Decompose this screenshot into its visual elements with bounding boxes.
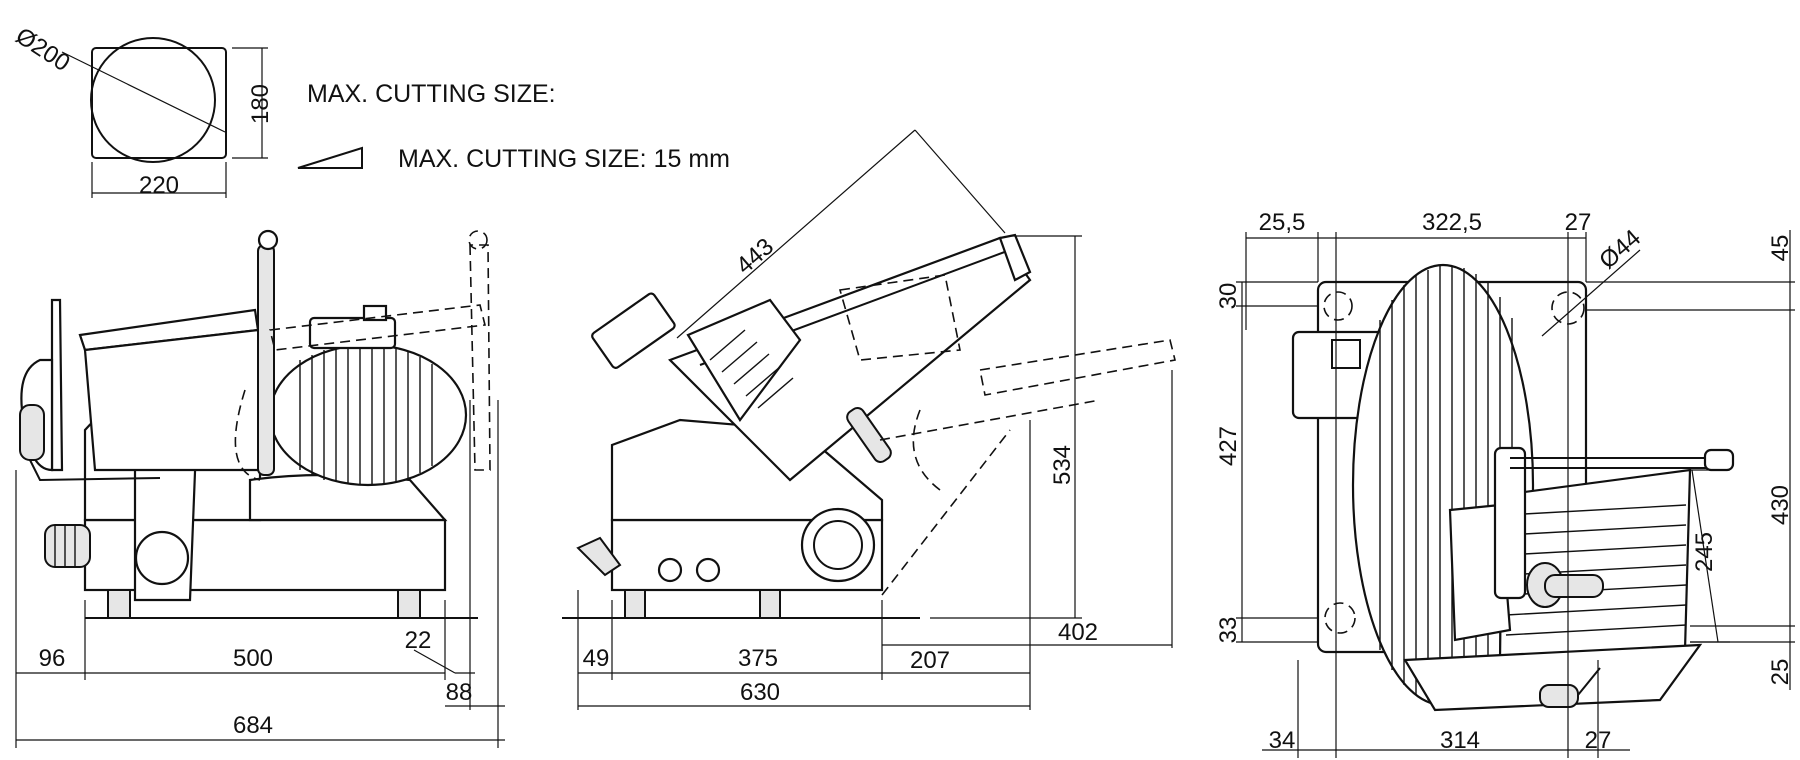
cutting-profile: Ø200 180 220 [11,22,274,199]
side-dim-88: 88 [446,679,473,706]
tilted-dim-49: 49 [583,645,610,672]
cutting-area-circle [90,37,216,163]
side-handle-icon [19,404,45,461]
top-dim-314: 314 [1440,727,1480,754]
side-dim-22: 22 [405,627,432,654]
side-view: 96 500 22 88 684 [15,229,505,748]
tilted-motor-icon [800,507,876,583]
tilted-dim-534: 534 [1049,445,1076,485]
side-dim-684: 684 [233,712,273,739]
side-knob-icon [44,524,91,568]
max-cutting-size-note: MAX. CUTTING SIZE: [307,80,556,108]
side-pusher-arm [257,244,275,476]
wedge-icon [297,146,363,169]
top-dim-45: 45 [1767,235,1794,262]
tilted-handle [591,292,676,369]
top-dim-245: 245 [1691,532,1718,572]
max-cutting-thickness-note: MAX. CUTTING SIZE: 15 mm [398,145,730,173]
tilted-dim-443: 443 [731,233,779,280]
cutting-area-rect [91,47,227,159]
tilted-view: 443 534 49 375 207 402 630 [562,129,1176,710]
side-dim-96: 96 [39,645,66,672]
top-dim-44: Ø44 [1594,224,1646,274]
profile-width-label: 220 [139,172,179,199]
diameter-leader [61,51,226,133]
side-dim-500: 500 [233,645,273,672]
top-dim-322-5: 322,5 [1422,209,1482,236]
top-dim-25: 25 [1767,659,1794,686]
top-dim-33: 33 [1215,617,1242,644]
tilted-dim-207: 207 [910,647,950,674]
top-dim-25-5: 25,5 [1259,209,1306,236]
tilted-dim-402: 402 [1058,619,1098,646]
top-dim-27-bottom: 27 [1585,727,1612,754]
top-dim-27-top: 27 [1565,209,1592,236]
top-carriage-tray [1498,468,1692,662]
top-dim-427: 427 [1215,426,1242,466]
top-dim-30: 30 [1215,283,1242,310]
notes: MAX. CUTTING SIZE: MAX. CUTTING SIZE: 15… [297,80,730,173]
top-dim-430: 430 [1767,485,1794,525]
top-view: 25,5 322,5 27 Ø44 30 427 33 45 430 245 2… [1215,209,1795,758]
tilted-knob-icon [576,536,622,577]
tilted-dim-375: 375 [738,645,778,672]
top-dim-34: 34 [1269,727,1296,754]
profile-height-label: 180 [247,84,274,124]
profile-diameter-label: Ø200 [11,22,75,77]
tilted-dim-630: 630 [740,679,780,706]
